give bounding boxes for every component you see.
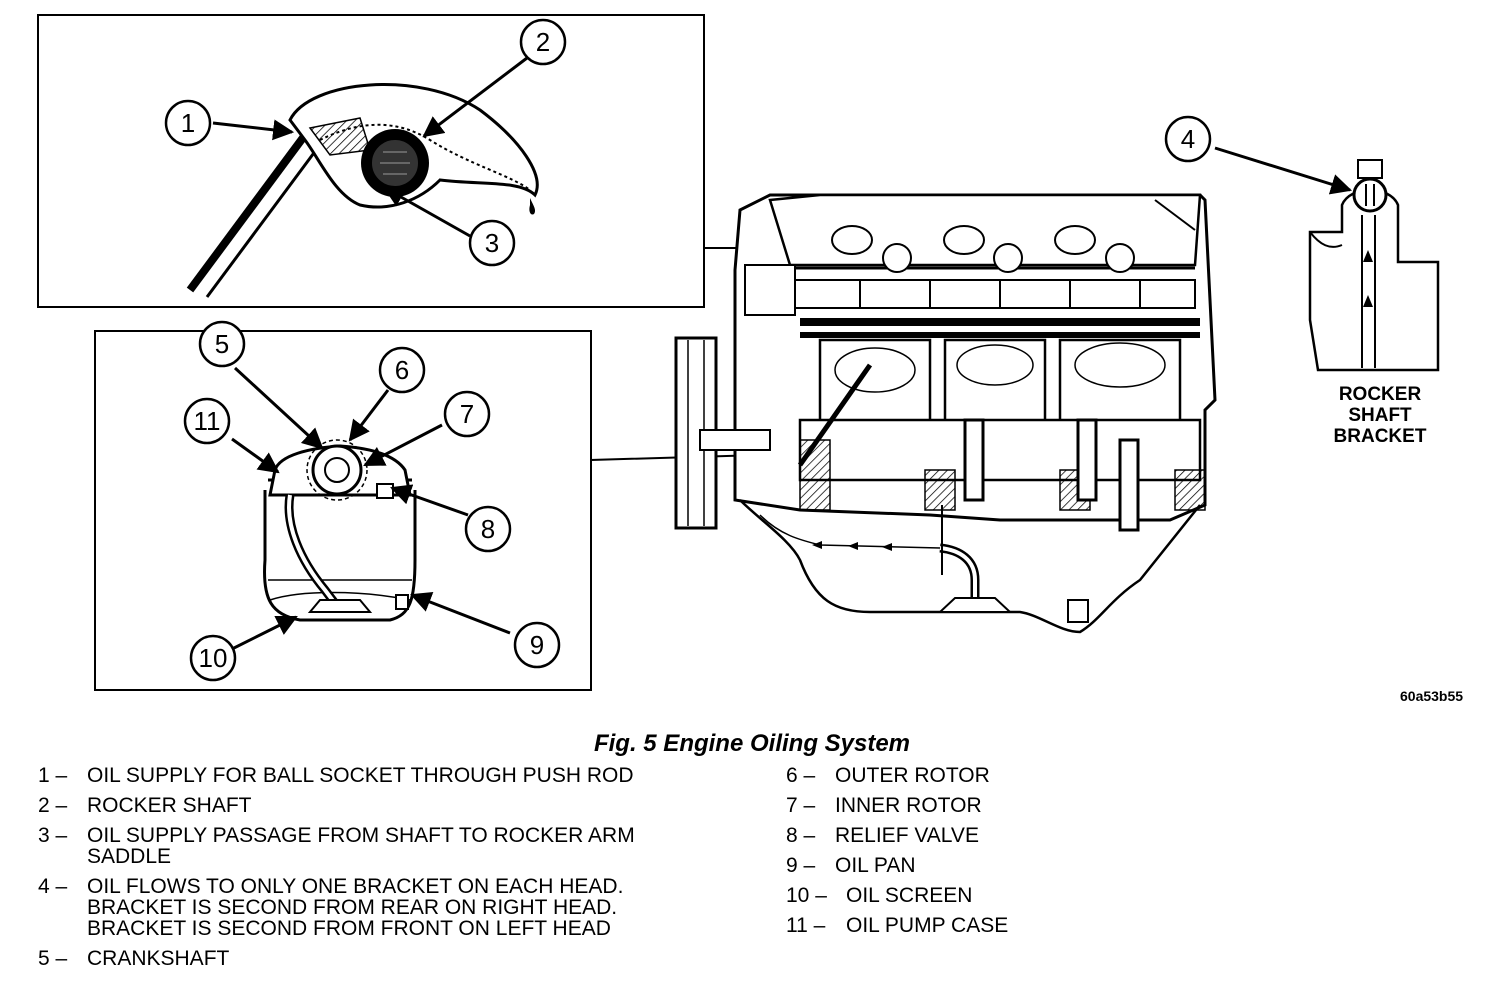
legend-item: 9 – OIL PAN xyxy=(786,855,1206,876)
legend-item: 8 – RELIEF VALVE xyxy=(786,825,1206,846)
callout-7-label: 7 xyxy=(460,399,474,429)
callout-3: 3 xyxy=(468,219,516,267)
legend-text: OIL PAN xyxy=(835,854,916,877)
callout-3-label: 3 xyxy=(485,228,499,258)
image-code: 60a53b55 xyxy=(1400,688,1464,704)
legend-number: 9 – xyxy=(786,854,816,877)
legend-number: 4 – xyxy=(38,875,68,898)
legend-text: CRANKSHAFT xyxy=(87,947,230,970)
callout-5: 5 xyxy=(198,320,246,368)
callout-1-label: 1 xyxy=(181,108,195,138)
legend-item: 5 – CRANKSHAFT xyxy=(38,948,738,969)
legend-text: OIL FLOWS TO ONLY ONE BRACKET ON EACH HE… xyxy=(87,875,624,940)
rocker-arm-inset xyxy=(37,14,705,308)
legend-number: 2 – xyxy=(38,794,68,817)
engine-oiling-diagram: 1 2 3 4 5 6 7 8 xyxy=(37,14,1440,691)
callout-5-label: 5 xyxy=(215,329,229,359)
callout-10: 10 xyxy=(189,634,237,682)
callout-9: 9 xyxy=(513,621,561,669)
legend-number: 6 – xyxy=(786,764,816,787)
figure-caption: Fig. 5 Engine Oiling System xyxy=(593,730,911,757)
legend-left: 1 – OIL SUPPLY FOR BALL SOCKET THROUGH P… xyxy=(38,765,738,978)
callout-1: 1 xyxy=(164,99,212,147)
legend-item: 6 – OUTER ROTOR xyxy=(786,765,1206,786)
rocker-shaft-bracket-detail xyxy=(1214,146,1440,372)
callout-9-label: 9 xyxy=(530,630,544,660)
oil-pump-inset xyxy=(94,330,592,691)
legend-item: 11 – OIL PUMP CASE xyxy=(786,915,1206,936)
engine-cutaway xyxy=(674,193,1217,634)
legend-item: 10 – OIL SCREEN xyxy=(786,885,1206,906)
callout-markers: 1 2 3 4 5 6 7 8 xyxy=(164,18,1212,682)
bracket-label-line: ROCKER xyxy=(1338,384,1422,405)
callout-4-label: 4 xyxy=(1181,124,1195,154)
callout-10-label: 10 xyxy=(199,643,228,673)
legend-number: 11 – xyxy=(786,914,826,937)
legend-item: 4 – OIL FLOWS TO ONLY ONE BRACKET ON EAC… xyxy=(38,876,738,939)
legend-number: 7 – xyxy=(786,794,816,817)
legend-text: OUTER ROTOR xyxy=(835,764,990,787)
legend-right: 6 – OUTER ROTOR 7 – INNER ROTOR 8 – RELI… xyxy=(786,765,1206,945)
legend-number: 5 – xyxy=(38,947,68,970)
rocker-shaft-bracket-label: ROCKER SHAFT BRACKET xyxy=(1318,384,1442,447)
legend-text: OIL SUPPLY FOR BALL SOCKET THROUGH PUSH … xyxy=(87,764,634,787)
legend-text: ROCKER SHAFT xyxy=(87,794,252,817)
legend-number: 1 – xyxy=(38,764,68,787)
callout-2: 2 xyxy=(519,18,567,66)
callout-2-label: 2 xyxy=(536,27,550,57)
legend-text: OIL SUPPLY PASSAGE FROM SHAFT TO ROCKER … xyxy=(87,824,635,868)
bracket-label-line: SHAFT xyxy=(1348,405,1412,426)
bracket-label-line: BRACKET xyxy=(1333,426,1427,447)
legend-text: RELIEF VALVE xyxy=(835,824,979,847)
legend-item: 3 – OIL SUPPLY PASSAGE FROM SHAFT TO ROC… xyxy=(38,825,738,867)
callout-8: 8 xyxy=(464,505,512,553)
callout-11-label: 11 xyxy=(194,406,221,436)
legend-number: 3 – xyxy=(38,824,68,847)
callout-8-label: 8 xyxy=(481,514,495,544)
callout-11: 11 xyxy=(183,397,231,445)
callout-7: 7 xyxy=(443,390,491,438)
callout-6: 6 xyxy=(378,346,426,394)
callout-4: 4 xyxy=(1164,115,1212,163)
legend-number: 8 – xyxy=(786,824,816,847)
legend-number: 10 – xyxy=(786,884,827,907)
legend-text: OIL SCREEN xyxy=(846,884,973,907)
legend-text: OIL PUMP CASE xyxy=(846,914,1009,937)
legend-item: 7 – INNER ROTOR xyxy=(786,795,1206,816)
legend-text: INNER ROTOR xyxy=(835,794,982,817)
callout-6-label: 6 xyxy=(395,355,409,385)
legend-item: 2 – ROCKER SHAFT xyxy=(38,795,738,816)
legend-item: 1 – OIL SUPPLY FOR BALL SOCKET THROUGH P… xyxy=(38,765,738,786)
